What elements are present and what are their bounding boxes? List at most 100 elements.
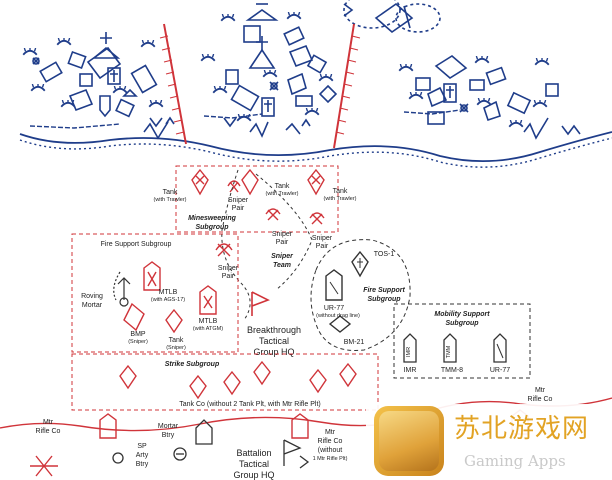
tank-trawler-mid-symbol [241, 168, 259, 196]
minesweeping-subgroup: Tank (with Trawler) Tank (with Trawler) … [153, 165, 357, 233]
enemy-obstacle-lines [19, 109, 612, 168]
sp-arty-label: SP [137, 443, 147, 450]
ur77-center-symbol [325, 269, 343, 301]
watermark-badge: 苏北游戏网 Gaming Apps [366, 404, 612, 480]
sp-arty-label-3: Btry [136, 461, 149, 468]
mtlb-atgm-symbol [199, 285, 217, 315]
battalion-hq-label: Battalion [236, 448, 271, 458]
tank-co-label: Tank Co (without 2 Tank Plt, with Mtr Ri… [179, 401, 320, 408]
imr-label: IMR [404, 367, 417, 374]
imr-symbol [403, 333, 417, 363]
enemy-cluster-right [398, 55, 581, 140]
mortar-symbol [173, 447, 187, 461]
breakthrough-hq-label-2: Tactical [259, 336, 289, 346]
roving-mortar-label: Roving [81, 293, 103, 300]
sniper-pair-right-label: Sniper [312, 235, 333, 242]
fire-support-subgroup-right: TOS-1 Fire Support Subgroup UR-77 (witho… [310, 239, 411, 351]
sniper-pair-left-symbol [215, 243, 233, 257]
mtr-rifle-co-right-label-2: Rifle Co [528, 396, 553, 403]
mtr-rifle-co-mid-label-2: Rifle Co [318, 438, 343, 445]
mtr-rifle-co-right-label: Mtr [535, 387, 546, 394]
mtr-rifle-co-mid-label-4: 1 Mtr Rifle Plt) [313, 456, 348, 462]
friendly-line: Mtr Rifle Co Mortar Btry SP Arty Btry Ba… [0, 387, 612, 480]
sniper-pair-top-symbol [227, 180, 241, 193]
tank-trawler-right-label: Tank [333, 188, 348, 195]
battalion-hq-label-2: Tactical [239, 459, 269, 469]
breakthrough-hq-label: Breakthrough [247, 325, 301, 335]
sniper-pair-left-label-2: Pair [222, 273, 235, 280]
tank-trawler-right-symbol [307, 168, 325, 196]
breakthrough-hq: Breakthrough Tactical Group HQ [247, 291, 301, 357]
breakthrough-hq-label-3: Group HQ [253, 347, 294, 357]
ur77-center-sub: (without drag line) [316, 313, 360, 319]
mortar-btry-label: Mortar [158, 423, 179, 430]
roving-mortar-label-2: Mortar [82, 302, 103, 309]
sp-arty-symbol [112, 452, 124, 464]
strike-subgroup-title: Strike Subgroup [165, 361, 220, 368]
enemy-cluster-left [22, 32, 175, 140]
mobility-support-title: Mobility Support [434, 311, 490, 318]
tmm-symbol-text: TMM [446, 345, 452, 358]
sniper-pair-center-label-2: Pair [276, 239, 289, 246]
mtr-rifle-co-mid-symbol [291, 413, 309, 439]
ur77-right-symbol [493, 333, 507, 363]
mtlb-atgm-label: MTLB [199, 318, 218, 325]
movement-route [221, 169, 251, 321]
mtlb-ags-symbol [143, 261, 161, 291]
tank-trawler-left-symbol [191, 168, 209, 196]
tos1-symbol [351, 250, 369, 278]
fire-support-left-title: Fire Support Subgroup [101, 241, 172, 248]
enemy-cluster-middle [200, 0, 441, 138]
bm21-label: BM-21 [344, 339, 365, 346]
obstacle-cross-symbol [30, 455, 58, 477]
mtr-rifle-co-left-symbol [99, 413, 117, 439]
sp-arty-label-2: Arty [136, 452, 149, 459]
mobility-support-subgroup: Mobility Support Subgroup IMR TMM IMR TM… [393, 303, 531, 379]
tank-trawler-left-label: Tank [163, 189, 178, 196]
fire-support-subgroup-left: Fire Support Subgroup Sniper Pair MTLB (… [71, 233, 239, 353]
badge-logo-icon [374, 406, 444, 476]
mtr-rifle-co-mid-label-3: (without [318, 447, 343, 454]
ur77-right-label: UR-77 [490, 367, 510, 374]
mtr-rifle-co-mid-label: Mtr [325, 429, 336, 436]
sniper-pair-right-label-2: Pair [316, 243, 329, 250]
sniper-pair-top-label: Sniper [228, 197, 249, 204]
sniper-team-title-2: Team [273, 262, 291, 269]
tank-trawler-right-sub: (with Trawler) [323, 196, 356, 202]
fire-support-right-title-2: Subgroup [367, 296, 401, 303]
sniper-pair-top-label-2: Pair [232, 205, 245, 212]
tmm8-symbol [443, 333, 457, 363]
tank-trawler-mid-label: Tank [275, 183, 290, 190]
sniper-pair-symbols [265, 208, 325, 225]
imr-symbol-text: IMR [406, 347, 412, 357]
tank-trawler-mid-sub: (with Trawler) [265, 191, 298, 197]
tank-trawler-left-sub: (with Trawler) [153, 197, 186, 203]
sniper-pair-left-label: Sniper [218, 265, 239, 272]
mtr-rifle-co-left-label-2: Rifle Co [36, 428, 61, 435]
tank-sniper-label: Tank [169, 337, 184, 344]
minesweeping-title: Minesweeping [188, 215, 237, 222]
tmm8-label: TMM-8 [441, 367, 463, 374]
bm21-symbol [328, 315, 352, 333]
tos1-label: TOS-1 [374, 251, 395, 258]
battalion-hq-flag [283, 439, 302, 466]
bmp-sniper-symbol [123, 302, 145, 332]
sniper-team-title: Sniper [271, 253, 294, 260]
enemy-defense-positions [22, 0, 581, 140]
mtlb-ags-sub: (with AGS-17) [151, 297, 185, 303]
mtr-rifle-co-left-label: Mtr [43, 419, 54, 426]
bird-logo-icon [379, 411, 439, 471]
mortar-btry-label-2: Btry [162, 432, 175, 439]
mtlb-ags-label: MTLB [159, 289, 178, 296]
strike-subgroup: Strike Subgroup Tank Co (without 2 Tank … [71, 353, 379, 411]
bmp-sub: (Sniper) [128, 339, 148, 345]
strike-tank-symbols [119, 360, 357, 400]
minesweeping-title-2: Subgroup [195, 224, 229, 231]
roving-mortar-symbol [117, 277, 131, 300]
mortar-btry-symbol [195, 419, 213, 445]
breach-lane-walls [159, 23, 361, 149]
tank-sniper-symbol [165, 308, 183, 334]
tank-sniper-sub: (Sniper) [166, 345, 186, 351]
fire-support-right-title: Fire Support [363, 287, 405, 294]
